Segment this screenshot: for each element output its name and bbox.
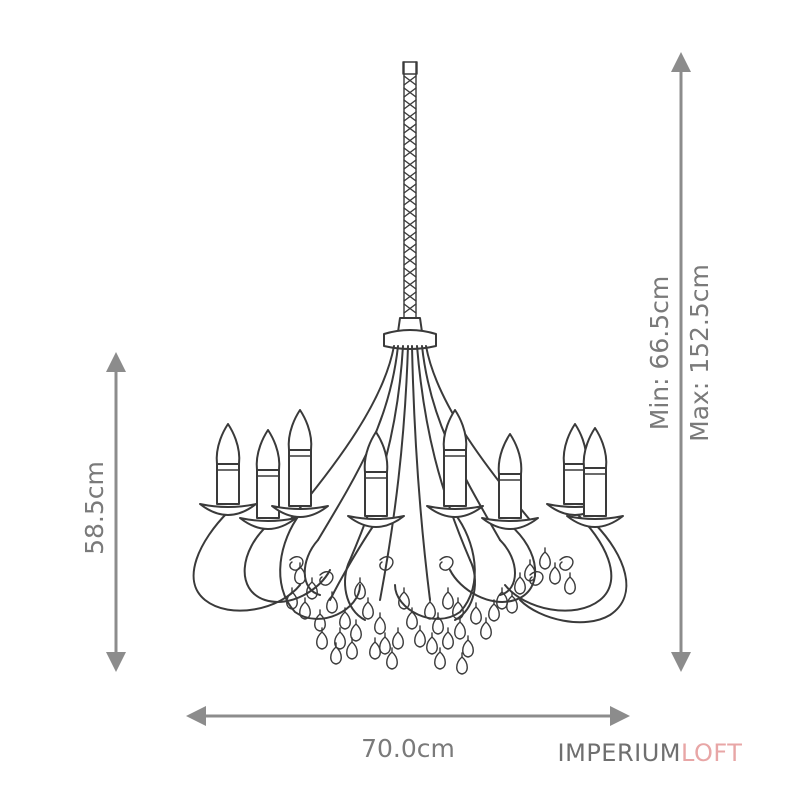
candle bbox=[199, 423, 257, 516]
width-dimension: 70.0cm bbox=[186, 706, 630, 763]
candle bbox=[566, 427, 624, 528]
candle bbox=[481, 433, 539, 530]
brand-logo: IMPERIUMLOFT bbox=[558, 739, 743, 767]
brand-name-part2: LOFT bbox=[681, 739, 742, 767]
hanging-chain bbox=[402, 61, 418, 319]
height-label: 58.5cm bbox=[80, 461, 109, 555]
brand-name-part1: IMPERIUM bbox=[558, 739, 681, 767]
crystal-drops bbox=[286, 547, 576, 675]
drop-max-label: Max: 152.5cm bbox=[685, 264, 714, 442]
center-collar bbox=[383, 317, 437, 350]
svg-text:IMPERIUMLOFT: IMPERIUMLOFT bbox=[558, 739, 743, 767]
height-dimension: 58.5cm bbox=[80, 352, 126, 672]
candle bbox=[271, 409, 329, 518]
chandelier-illustration bbox=[192, 61, 628, 675]
drop-dimension: Min: 66.5cm Max: 152.5cm bbox=[645, 52, 714, 672]
candle bbox=[347, 431, 405, 528]
candle bbox=[426, 409, 484, 518]
drop-min-label: Min: 66.5cm bbox=[645, 276, 674, 431]
candle-cups bbox=[199, 409, 624, 530]
width-label: 70.0cm bbox=[361, 734, 455, 763]
central-stems bbox=[289, 345, 531, 601]
